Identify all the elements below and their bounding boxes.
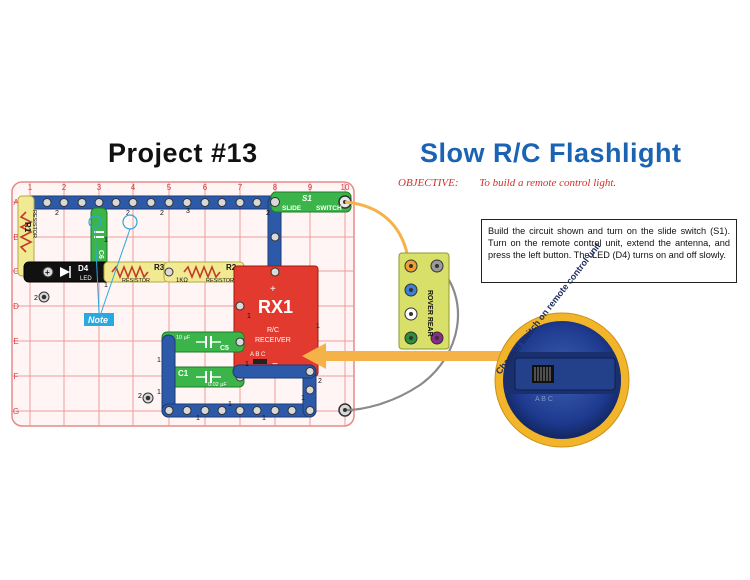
snap-level: 1 [301,395,305,402]
slide-switch-s1[interactable]: SLIDE SWITCH S1 [270,191,352,213]
c5-ref: C5 [220,345,229,352]
snap-level: 1 [228,401,232,408]
project-name: Slow R/C Flashlight [420,138,682,168]
s1-ref: S1 [302,194,312,203]
rover-label: ROVER REAR [426,290,433,337]
snap-level: 2 [266,210,270,217]
snap-level: 1 [247,313,251,320]
channel-switch-callout: A B C Channel switch on remote control u… [494,241,630,448]
snap-level: 1 [245,361,249,368]
snap-level: 1 [262,415,266,422]
snap-level: 1 [104,282,108,289]
d4-ref: D4 [78,264,89,273]
instructions-box: Build the circuit shown and turn on the … [481,219,737,283]
snap-level: 1 [157,389,161,396]
d4-plus: + [45,268,50,277]
row-label: F [14,372,19,381]
snap-level: 1 [157,357,161,364]
rx1-line2: RECEIVER [255,337,291,344]
col-label: 1 [28,183,33,192]
s1-label-left: SLIDE [282,205,302,212]
row-label: G [13,407,19,416]
note-label: Note [88,315,108,325]
snap-level: 2 [160,210,164,217]
led-d4: + D4 LED [23,261,111,283]
snap-level: 2 [55,210,59,217]
objective: OBJECTIVE: To build a remote control lig… [398,177,616,189]
rover-rear-connector: ROVER REAR [398,252,450,350]
resistor-r3: R3 RESISTOR [103,261,169,284]
rx1-line1: R/C [267,327,279,334]
project-title: Project #13 [108,138,258,168]
col-label: 4 [131,183,136,192]
row-label: D [13,302,19,311]
c6-ref: C6 [97,250,104,259]
resistor-r1: R1 RESISTOR [17,195,37,277]
rx1-channel: A B C [250,352,266,358]
snap-level: 2 [34,295,38,302]
rx1-receiver: + RX1 R/C RECEIVER A B C − [233,265,319,377]
col-label: 3 [97,183,102,192]
rx1-ref: RX1 [258,297,293,317]
d4-label: LED [80,276,92,282]
wire-bottom [161,334,352,418]
snap-level: 2 [318,378,322,385]
col-label: 10 [341,183,350,192]
col-label: 9 [308,183,313,192]
snap-level: 2 [138,393,142,400]
rx1-plus: + [270,284,276,295]
r3-ref: R3 [154,263,165,272]
snap-level: 1 [196,415,200,422]
c1-value: 0.02 µF [208,382,227,388]
r1-ref: R1 [23,222,32,233]
callout-letters: A B C [535,396,553,403]
col-label: 5 [167,183,172,192]
c1-ref: C1 [178,369,189,378]
resistor-r2: R2 1KΩ RESISTOR [163,261,245,284]
snap-level: 1 [104,237,108,244]
extra-snaps [38,291,154,404]
row-label: E [13,337,18,346]
objective-label: OBJECTIVE: [398,177,459,189]
col-label: 8 [273,183,278,192]
col-label: 7 [238,183,243,192]
r1-label: RESISTOR [31,210,37,238]
snap-level: 3 [186,208,190,215]
r2-label: RESISTOR [206,278,234,284]
r3-label: RESISTOR [122,278,150,284]
col-label: 2 [62,183,67,192]
row-label: A [13,198,19,207]
r2-ref: R2 [226,263,237,272]
s1-label-right: SWITCH [316,205,342,212]
objective-text: To build a remote control light. [479,177,617,189]
row-label: C [13,267,19,276]
col-label: 6 [203,183,208,192]
pointer-arrow [302,343,506,369]
c5-value: 10 µF [176,335,191,341]
snap-level: 2 [126,210,130,217]
r3-value: 1KΩ [176,278,188,284]
row-label: B [13,233,18,242]
note-callout: Note [84,214,138,326]
snap-level: 1 [316,323,320,330]
